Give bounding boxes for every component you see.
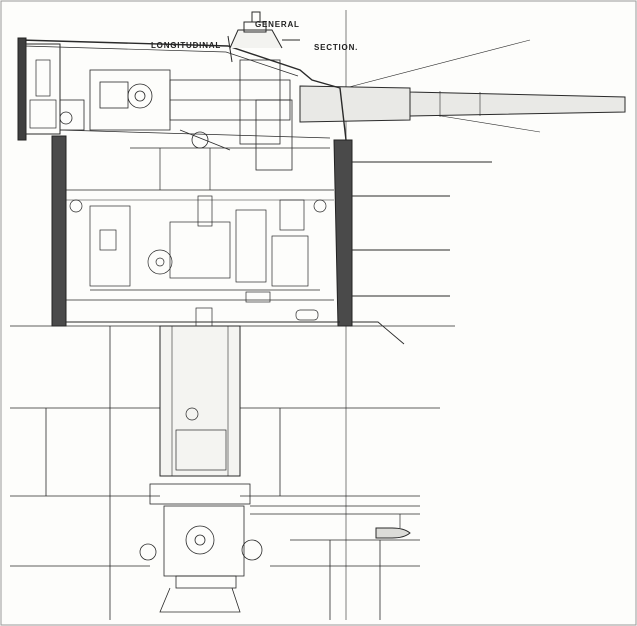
sighting-hood <box>227 11 300 63</box>
title-section: SECTION. <box>314 43 359 52</box>
handling-room <box>139 483 420 613</box>
elevation-line-upper <box>329 39 531 93</box>
hoist-trunk <box>159 307 241 477</box>
deck-lines <box>352 161 492 345</box>
breech-machinery <box>59 59 293 171</box>
barbette-armor <box>51 135 353 327</box>
hull-structure <box>10 325 455 620</box>
title-general: GENERAL <box>255 20 300 29</box>
rear-compartment <box>25 43 61 135</box>
gun-barrel <box>299 85 626 123</box>
title-longitudinal: LONGITUDINAL <box>151 41 222 50</box>
projectile-shell <box>375 514 411 539</box>
turret-shield <box>17 37 347 149</box>
working-chamber <box>69 147 330 321</box>
